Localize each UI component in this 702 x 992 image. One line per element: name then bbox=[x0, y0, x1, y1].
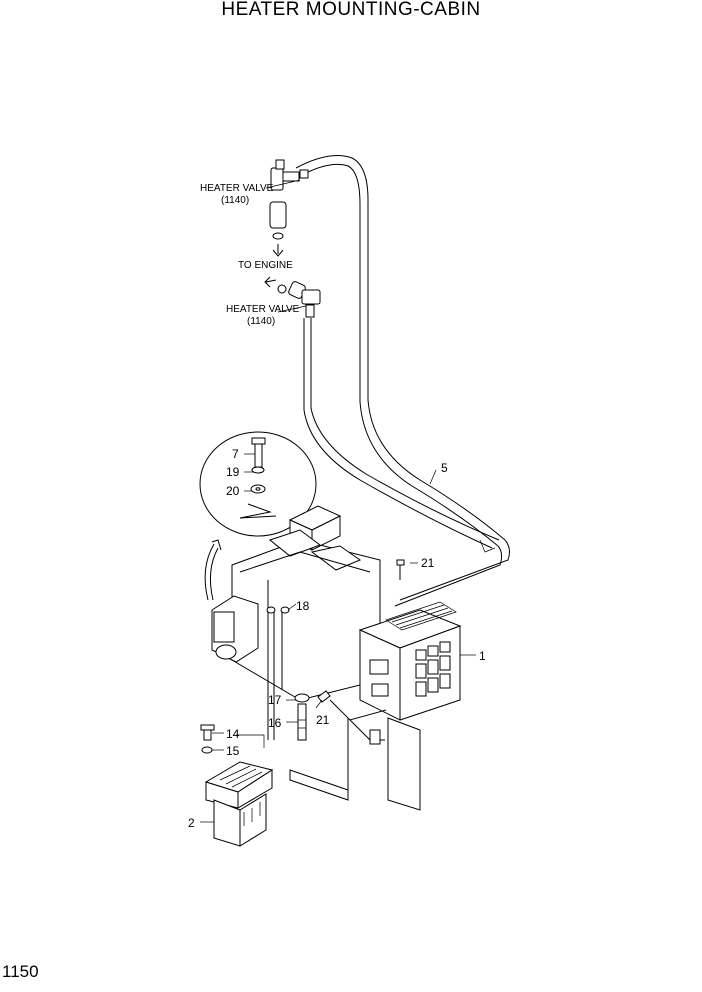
callout-1: 1 bbox=[479, 649, 486, 663]
heater-valve-upper-label: HEATER VALVE bbox=[200, 183, 274, 194]
callout-5: 5 bbox=[441, 461, 448, 475]
control-panel bbox=[200, 724, 274, 847]
heater-valve-lower bbox=[264, 276, 321, 318]
heater-valve-upper-ref: (1140) bbox=[221, 195, 249, 206]
callout-7: 7 bbox=[232, 447, 239, 461]
callout-2: 2 bbox=[188, 816, 195, 830]
callout-16: 16 bbox=[268, 716, 282, 730]
page-number: 1150 bbox=[2, 962, 39, 981]
callout-19: 19 bbox=[226, 465, 240, 479]
callout-17: 17 bbox=[268, 693, 282, 707]
callout-18: 18 bbox=[296, 599, 310, 613]
heater-valve-lower-ref: (1140) bbox=[247, 316, 275, 327]
heater-valve-upper bbox=[269, 159, 309, 257]
heater-hose-assembly bbox=[295, 155, 510, 607]
heater-valve-lower-label: HEATER VALVE bbox=[226, 304, 300, 315]
callout-20: 20 bbox=[226, 484, 240, 498]
callout-14: 14 bbox=[226, 727, 240, 741]
heater-unit bbox=[211, 505, 462, 811]
callout-21-upper: 21 bbox=[421, 556, 435, 570]
callout-15: 15 bbox=[226, 744, 240, 758]
page-title: HEATER MOUNTING-CABIN bbox=[221, 0, 481, 20]
callout-21-lower: 21 bbox=[316, 713, 330, 727]
screws-21 bbox=[317, 559, 405, 703]
to-engine-label: TO ENGINE bbox=[238, 260, 293, 271]
leader-lines bbox=[200, 179, 476, 823]
